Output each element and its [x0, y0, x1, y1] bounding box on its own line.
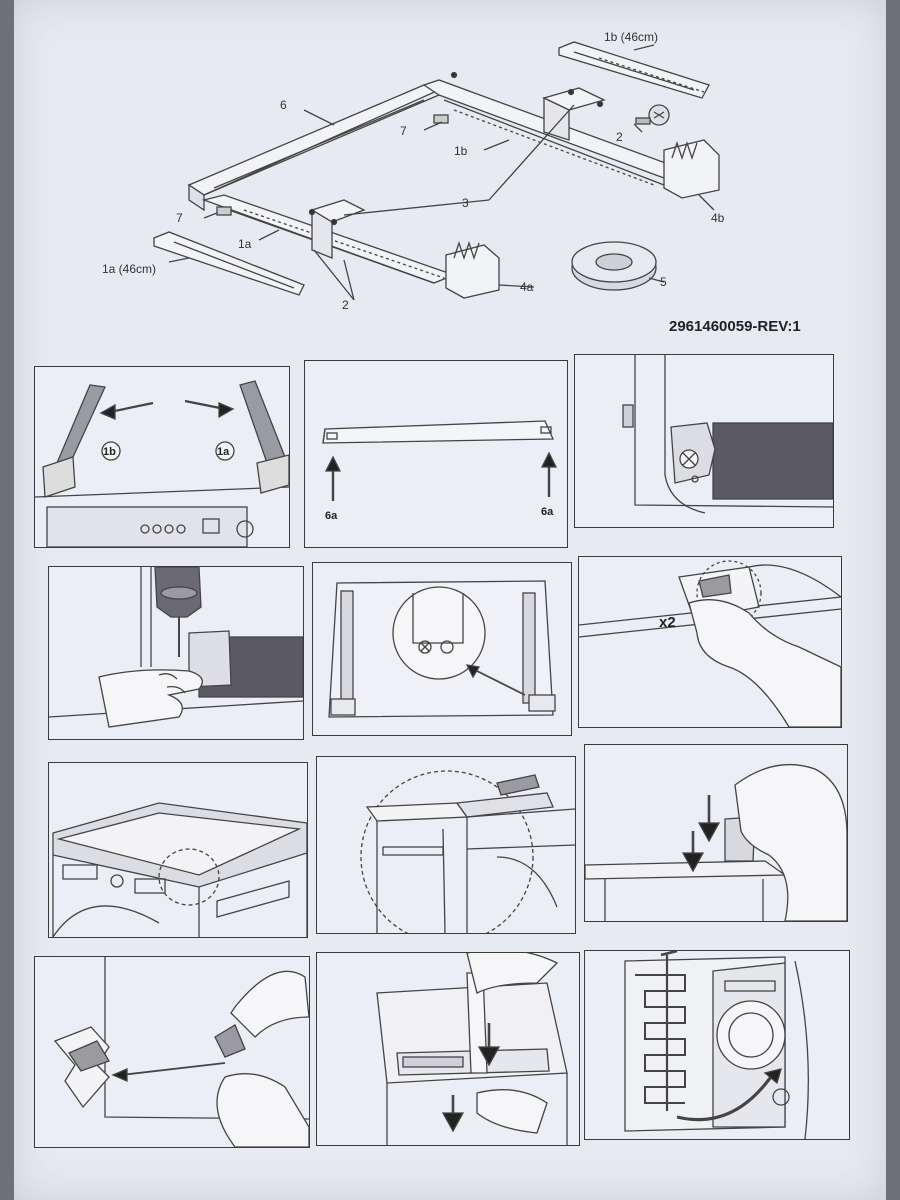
step-7-drawing	[52, 802, 307, 937]
label-2-bottom: 2	[342, 298, 349, 312]
label-6a-left: 6a	[325, 510, 338, 522]
step-panel-10	[34, 956, 310, 1148]
instruction-sheet: 1b (46cm) 6 7 2 1b 3 7 4b 1a 1a (46cm) 5…	[14, 0, 886, 1200]
step-11-drawing	[376, 953, 568, 1145]
step-6-drawing: x2	[579, 560, 841, 727]
step-10-drawing	[53, 957, 309, 1147]
label-1b: 1b	[454, 144, 468, 158]
step-panel-8	[316, 756, 576, 934]
step-panel-1: 1b 1a	[34, 366, 290, 548]
label-2-top: 2	[616, 130, 623, 144]
exploded-view: 1b (46cm) 6 7 2 1b 3 7 4b 1a 1a (46cm) 5…	[14, 0, 886, 312]
step-panel-12	[584, 950, 850, 1140]
label-1a: 1a	[238, 237, 252, 251]
step-panel-7	[48, 762, 308, 938]
label-3: 3	[462, 196, 469, 210]
step-panel-5	[312, 562, 572, 736]
exploded-view-drawing	[153, 41, 720, 301]
label-6: 6	[280, 98, 287, 112]
step-12-drawing	[624, 951, 809, 1139]
badge-1a: 1a	[217, 446, 230, 458]
step-9-drawing	[585, 763, 847, 921]
label-1b-46cm: 1b (46cm)	[604, 30, 659, 44]
step-1-drawing: 1b 1a	[35, 380, 289, 547]
step-panel-4	[48, 566, 304, 740]
document-number: 2961460059-REV:1	[669, 318, 801, 335]
foot-4a	[445, 244, 500, 299]
step-panel-2: 6a 6a	[304, 360, 568, 548]
label-4b: 4b	[711, 211, 725, 225]
label-7-left: 7	[176, 211, 183, 225]
step-panel-9	[584, 744, 848, 922]
step-5-drawing	[328, 580, 556, 718]
label-1a-46cm: 1a (46cm)	[102, 262, 157, 276]
step-2-drawing: 6a 6a	[322, 420, 558, 522]
foot-4b	[663, 139, 720, 199]
frame-rail-6	[187, 84, 441, 196]
label-4a: 4a	[520, 280, 534, 294]
pad-7-left	[216, 206, 232, 216]
step-panel-3	[574, 354, 834, 528]
step-panel-11	[316, 952, 580, 1146]
step-4-drawing	[49, 567, 303, 728]
step-8-drawing	[360, 770, 575, 933]
badge-1b: 1b	[103, 446, 116, 458]
step-3-drawing	[622, 355, 833, 514]
label-7-top: 7	[400, 124, 407, 138]
step-panel-6: x2	[578, 556, 842, 728]
label-6a-right: 6a	[541, 506, 554, 518]
label-5: 5	[660, 275, 667, 289]
count-x2: x2	[659, 614, 676, 631]
